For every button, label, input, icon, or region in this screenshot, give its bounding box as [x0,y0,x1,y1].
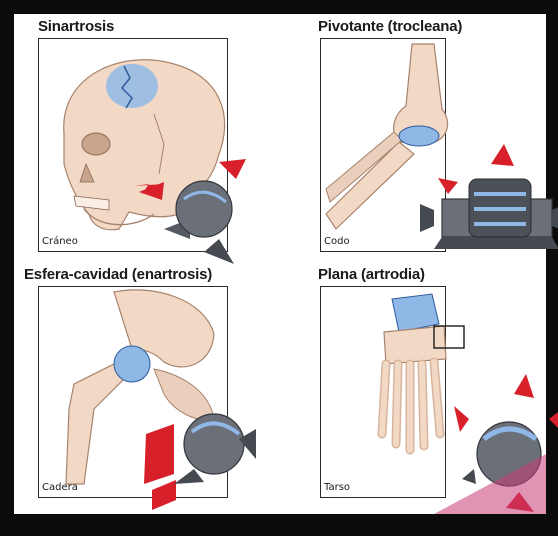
decorative-sweep [14,14,558,536]
figure-page: Sinartrosis Cráneo Pivotante (trocleana) [14,14,546,514]
